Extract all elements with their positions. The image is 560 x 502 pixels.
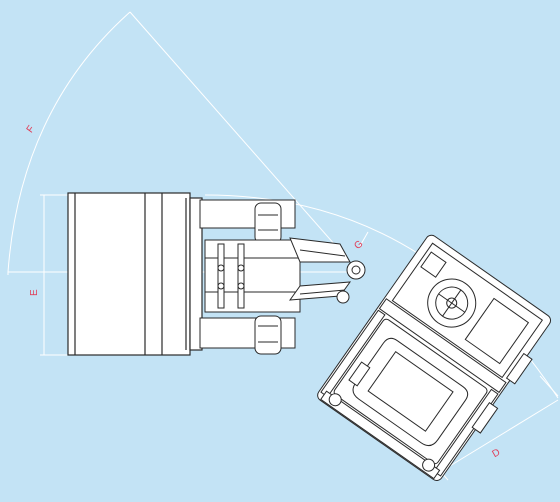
articulation-arm-lower xyxy=(288,281,352,301)
control-box xyxy=(348,361,371,387)
frame-pivot-1 xyxy=(217,264,225,272)
rear-light-right xyxy=(422,458,436,472)
label-f: F xyxy=(25,124,38,135)
label-d: D xyxy=(491,447,503,460)
seat-inner xyxy=(367,351,454,432)
front-drum xyxy=(67,192,203,356)
dimension-g-tick xyxy=(359,231,369,247)
dimension-d-extension-right xyxy=(539,375,559,397)
step-bottom xyxy=(471,401,499,434)
front-frame xyxy=(199,199,366,355)
rear-bumper xyxy=(320,390,441,480)
frame-pivot-3 xyxy=(217,282,225,290)
lower-joint xyxy=(336,290,350,304)
arm-line-1 xyxy=(299,249,346,257)
engine-box-small xyxy=(420,251,447,278)
dimension-d-line xyxy=(439,399,559,473)
drum-frame xyxy=(189,197,203,351)
frame-pivot-4 xyxy=(237,282,245,290)
rear-light-left xyxy=(328,393,342,407)
step-top xyxy=(505,352,533,385)
engine-box-right xyxy=(464,297,530,365)
fan-spoke-2 xyxy=(438,293,466,313)
top-roller xyxy=(254,202,282,244)
frame-pivot-2 xyxy=(237,264,245,272)
articulation-joint-inner xyxy=(351,265,361,275)
articulation-arm-upper xyxy=(289,237,351,263)
drum-body xyxy=(67,192,191,356)
frame-post-2 xyxy=(237,243,245,309)
outer-turning-arc-f xyxy=(7,11,131,273)
frame-post-1 xyxy=(217,243,225,309)
outer-turning-radius-line xyxy=(129,11,351,263)
chassis-mid-bar xyxy=(378,298,507,394)
label-e: E xyxy=(29,289,40,296)
arm-line-2 xyxy=(299,289,346,295)
bottom-roller xyxy=(254,315,282,355)
rear-chassis xyxy=(317,234,552,481)
